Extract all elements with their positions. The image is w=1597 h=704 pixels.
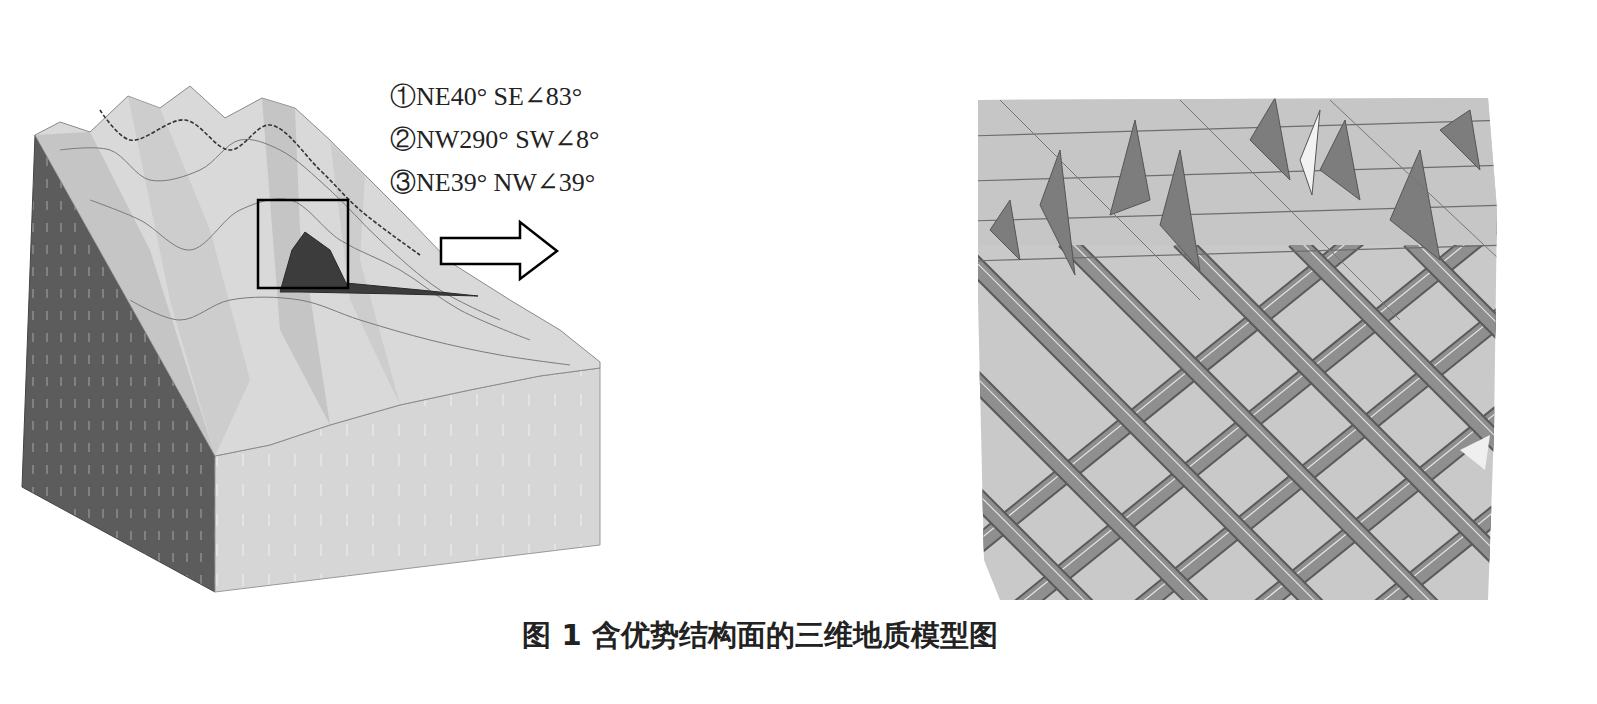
joint-network	[720, 95, 1597, 700]
figure-caption: 图 1 含优势结构面的三维地质模型图	[522, 618, 997, 652]
orientation-label: ①NE40° SE∠83°	[390, 82, 582, 112]
contour-line	[130, 297, 570, 365]
terrain-surface	[35, 86, 600, 456]
zoom-frame	[258, 200, 348, 288]
contour-line	[60, 139, 500, 320]
orientation-label: ②NW290° SW∠8°	[390, 125, 599, 155]
orientation-label: ③NE39° NW∠39°	[390, 168, 595, 198]
contour-line	[90, 199, 530, 340]
hollow-arrow	[441, 222, 557, 279]
contour-line	[100, 110, 420, 255]
